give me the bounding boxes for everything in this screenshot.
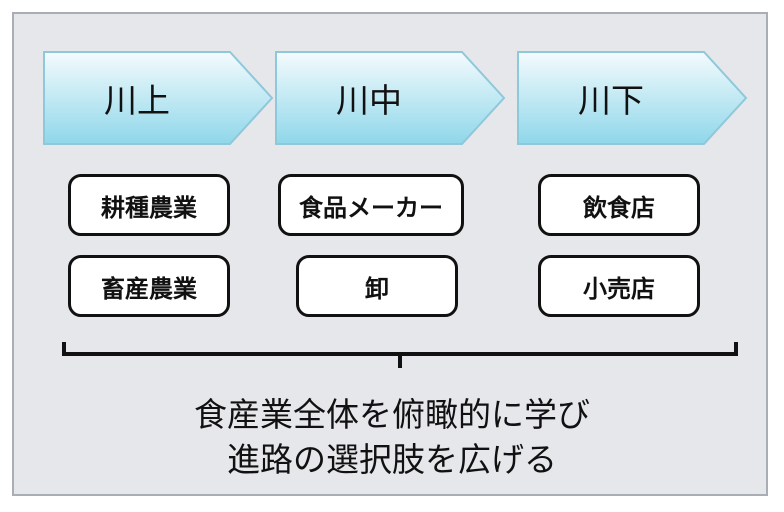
summary-line-1: 食産業全体を俯瞰的に学び: [194, 395, 590, 434]
item-wholesale: 卸: [296, 255, 458, 317]
item-restaurant: 飲食店: [538, 174, 700, 236]
stage-midstream-chevron: [275, 51, 506, 145]
summary-line-2: 進路の選択肢を広げる: [227, 440, 557, 479]
item-crop-farming: 耕種農業: [68, 174, 230, 236]
item-retail-store: 小売店: [538, 255, 700, 317]
item-food-manufacturer: 食品メーカー: [278, 174, 464, 236]
stage-downstream-label: 川下: [578, 81, 644, 120]
item-livestock-farming: 畜産農業: [68, 255, 230, 317]
stage-upstream-label: 川上: [104, 81, 170, 120]
grouping-brace: [62, 342, 738, 368]
stage-midstream-label: 川中: [336, 81, 402, 120]
stage-upstream-chevron: [43, 51, 274, 145]
stage-downstream-chevron: [517, 51, 748, 145]
